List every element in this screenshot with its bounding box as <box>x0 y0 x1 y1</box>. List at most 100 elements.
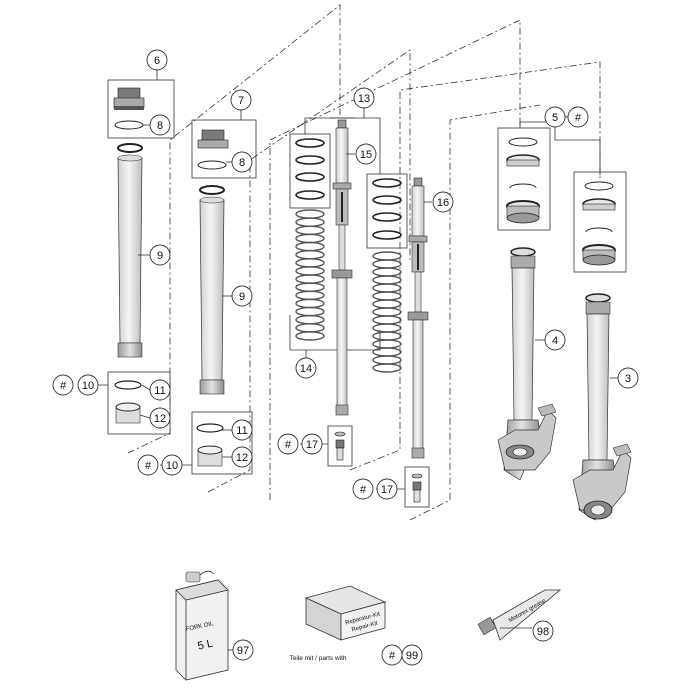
cartridge-16 <box>407 177 429 459</box>
inner-tube-3 <box>572 293 632 521</box>
seal-kit-b <box>582 181 616 266</box>
spring-coil <box>372 275 402 285</box>
callout-c12b: 12 <box>231 446 253 468</box>
callout-hash-4: # <box>567 106 589 128</box>
callout-c17a: 17 <box>301 433 323 455</box>
callout-c3-label: 3 <box>625 373 631 385</box>
callout-c10a-label: 10 <box>82 380 94 392</box>
callout-c4: 4 <box>544 329 566 351</box>
callout-c7-label: 7 <box>238 95 244 107</box>
spring-coil <box>372 355 402 365</box>
callout-hash-1-label: # <box>145 460 152 472</box>
spring-coil <box>295 225 325 236</box>
spring-coil <box>295 217 325 227</box>
callout-c11a: 11 <box>149 379 171 401</box>
callout-c17a-label: 17 <box>306 439 318 451</box>
callout-c99-label: 99 <box>406 650 418 662</box>
callout-c15: 15 <box>355 143 377 165</box>
callout-c8b-label: 8 <box>239 157 245 169</box>
spring-coil <box>372 323 402 333</box>
spring-coil <box>295 306 325 317</box>
callout-c11b: 11 <box>231 419 253 441</box>
callout-c5-label: 5 <box>552 112 558 124</box>
callout-c10b: 10 <box>161 454 183 476</box>
callout-hash-2: # <box>277 433 299 455</box>
assembly-lines <box>127 4 601 521</box>
callout-c97-label: 97 <box>237 645 249 657</box>
callout-c4-label: 4 <box>552 335 558 347</box>
callout-c8a-label: 8 <box>157 120 163 132</box>
spring-coil <box>372 339 402 349</box>
bolt-17-b <box>411 473 423 503</box>
spring-coil <box>295 266 325 276</box>
spring-coil <box>372 307 402 317</box>
spring-coil <box>372 267 402 277</box>
cartridge-15 <box>331 119 353 416</box>
spring-coil <box>372 283 402 293</box>
spring-coil <box>372 251 402 261</box>
callout-c14: 14 <box>295 357 317 379</box>
fork-cap-7 <box>197 129 229 149</box>
callout-hash-3-label: # <box>360 484 367 496</box>
outer-tube-9-left <box>117 143 143 358</box>
spring-coil <box>372 259 402 269</box>
bushings-left <box>114 380 142 424</box>
spring-coil <box>295 209 325 219</box>
callout-c12a: 12 <box>149 407 171 429</box>
callout-c98: 98 <box>532 620 554 642</box>
callout-c13: 13 <box>353 87 375 109</box>
callout-c12b-label: 12 <box>236 452 248 464</box>
callout-hash-1: # <box>137 454 159 476</box>
callout-c11a-label: 11 <box>154 385 165 397</box>
oil-can-label-line1: FORK OIL <box>185 621 214 633</box>
bushings-right <box>196 423 224 467</box>
spring-coil <box>372 315 402 325</box>
callout-c16-label: 16 <box>437 197 449 209</box>
callout-c6: 6 <box>146 49 168 71</box>
spring-coil <box>295 258 325 268</box>
callout-c97: 97 <box>232 639 254 661</box>
callout-c9b: 9 <box>231 285 253 307</box>
spring-coil <box>372 331 402 341</box>
spring-coil <box>372 291 402 301</box>
callout-hash-0-label: # <box>60 380 67 392</box>
callout-c7: 7 <box>230 89 252 111</box>
parts-with-note: Teile mit / parts with <box>289 655 346 662</box>
o-ring-8-a <box>114 120 144 130</box>
callout-c14-label: 14 <box>300 363 312 375</box>
callout-hash-0: # <box>52 374 74 396</box>
spring-coil <box>372 347 402 357</box>
callout-hash-5-label: # <box>389 650 396 662</box>
o-ring-8-b <box>197 160 227 170</box>
spacer-stack-b <box>372 178 402 240</box>
spring-coil <box>295 274 325 284</box>
callout-c16: 16 <box>432 191 454 213</box>
spring-b <box>372 251 402 373</box>
callout-c12a-label: 12 <box>154 413 166 425</box>
callout-c8a: 8 <box>149 114 171 136</box>
spring-coil <box>372 363 402 373</box>
callout-c13-label: 13 <box>358 93 370 105</box>
callout-c10b-label: 10 <box>166 460 178 472</box>
callout-c17b-label: 17 <box>381 484 393 496</box>
spring-coil <box>372 299 402 309</box>
spring-coil <box>295 314 325 325</box>
callout-hash-5: # <box>381 644 403 666</box>
outer-tube-9-right <box>199 185 225 395</box>
spring-coil <box>295 290 325 301</box>
spring-coil <box>295 323 325 333</box>
callout-hash-3: # <box>352 478 374 500</box>
callout-c6-label: 6 <box>154 55 160 67</box>
spacer-stack-a <box>295 138 325 200</box>
repair-kit-box: Reparatur-Kit Repair-Kit <box>304 585 387 641</box>
oil-can-label-line2: 5 L <box>197 638 214 653</box>
spring-coil <box>295 249 325 260</box>
callout-hash-2-label: # <box>285 439 292 451</box>
callout-c15-label: 15 <box>360 149 372 161</box>
spring-coil <box>295 233 325 244</box>
callout-c11b-label: 11 <box>236 425 247 437</box>
spring-coil <box>295 331 325 341</box>
